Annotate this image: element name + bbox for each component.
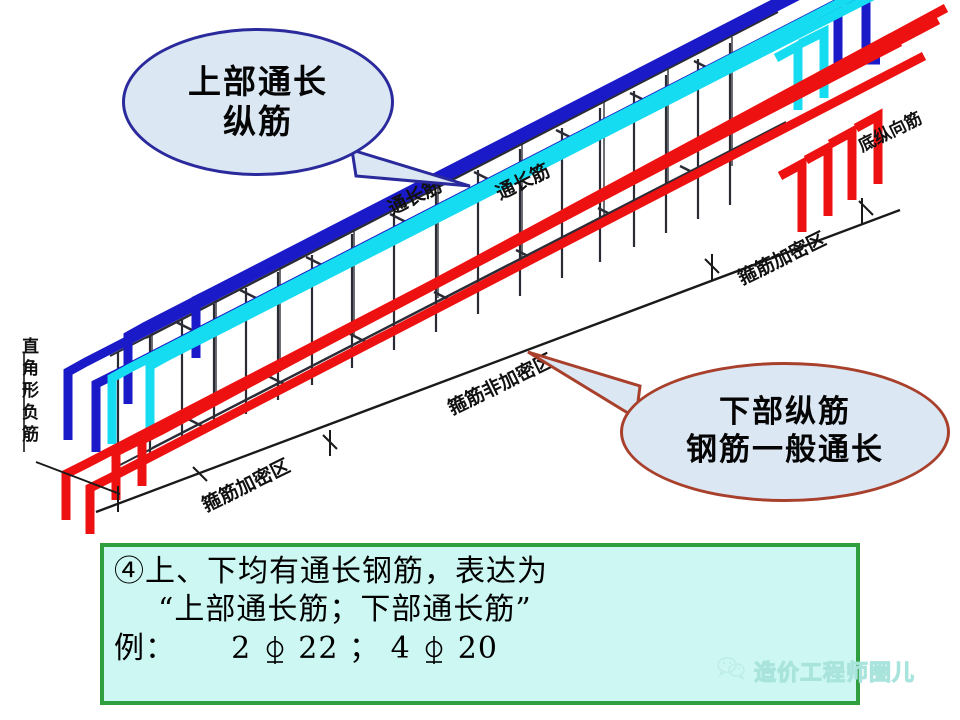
- label-zone-dense-lower-left: 箍筋加密区: [198, 454, 293, 516]
- example-1-count: 2: [231, 630, 252, 666]
- svg-text:直: 直: [22, 336, 39, 357]
- label-zone-dense-right: 箍筋加密区: [734, 227, 829, 289]
- callout-bottom-line2: 钢筋一般通长: [686, 432, 884, 468]
- svg-text:角: 角: [22, 358, 39, 379]
- label-left-vertical: 直 角 形 负 筋: [21, 336, 39, 445]
- example-separator: ；: [349, 630, 381, 666]
- note-box: ④上、下均有通长钢筋，表达为 “上部通长筋；下部通长筋” 例： 2 22 ； 4: [100, 543, 860, 705]
- note-line-2: “上部通长筋；下部通长筋”: [158, 592, 532, 628]
- callout-upper-through-rebar: 上部通长 纵筋: [122, 28, 394, 176]
- hrb400-rebar-symbol-2: [421, 635, 447, 665]
- dimension-lines: [23, 198, 901, 514]
- example-1-size: 22: [298, 630, 339, 666]
- callout-top-line2: 纵筋: [223, 102, 293, 141]
- example-2-size: 20: [457, 630, 498, 666]
- note-line-1: ④上、下均有通长钢筋，表达为: [114, 554, 548, 589]
- svg-text:形: 形: [22, 380, 39, 401]
- top-longitudinal-rebar-cyan: [107, 0, 875, 444]
- leader-bottom: [527, 350, 642, 421]
- bottom-rebar-right-hooks-red: [777, 108, 883, 232]
- hrb400-rebar-symbol: [262, 635, 288, 665]
- svg-text:筋: 筋: [21, 424, 39, 445]
- label-right-end: 底纵向筋: [855, 108, 925, 157]
- example-prefix: 例：: [114, 630, 176, 666]
- callout-top-line1: 上部通长: [188, 61, 328, 101]
- callout-bottom-line1: 下部纵筋: [719, 394, 851, 431]
- leader-top: [350, 147, 471, 188]
- example-2-count: 4: [390, 630, 411, 666]
- note-line-3: 例： 2 22 ； 4 20: [114, 630, 856, 668]
- bottom-longitudinal-rebar-red: [61, 4, 949, 534]
- svg-text:负: 负: [22, 402, 39, 423]
- callout-lower-through-rebar: 下部纵筋 钢筋一般通长: [620, 362, 950, 502]
